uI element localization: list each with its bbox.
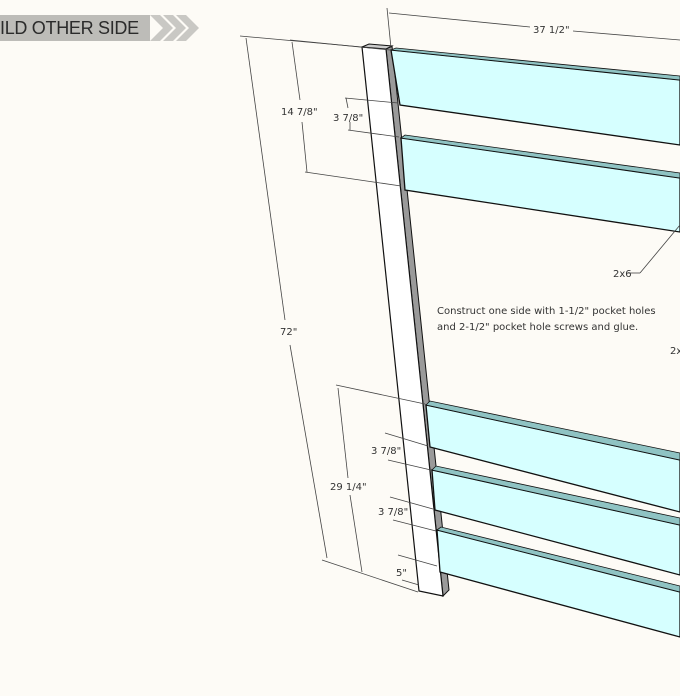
board-label-partial: 2x [670, 346, 680, 357]
dim-bottom-section: 29 1/4" [330, 482, 367, 493]
rail-bottom-2 [431, 465, 680, 576]
post-top [361, 43, 394, 50]
dim-bottom-gap-1: 3 7/8" [371, 446, 401, 457]
chevron-arrows-icon [150, 15, 199, 41]
instruction-line-1: Construct one side with 1-1/2" pocket ho… [437, 306, 656, 317]
step-title: ILD OTHER SIDE [0, 18, 139, 38]
rail-bottom-1 [425, 400, 680, 513]
instruction-line-2: and 2-1/2" pocket hole screws and glue. [437, 322, 638, 333]
dim-top-section: 14 7/8" [281, 107, 318, 118]
board-label: 2x6 [613, 269, 632, 280]
dim-bottom-gap-2: 3 7/8" [378, 507, 408, 518]
rail-top-2 [399, 134, 680, 233]
dim-top-gap: 3 7/8" [333, 113, 363, 124]
rail-bottom-3 [436, 526, 680, 638]
dim-height: 72" [280, 327, 297, 338]
dimension-lines [239, 7, 680, 593]
rail-top-1 [390, 47, 680, 146]
dim-width: 37 1/2" [533, 25, 570, 36]
step-banner: ILD OTHER SIDE [0, 15, 150, 41]
dim-bottom-offset: 5" [396, 568, 407, 579]
